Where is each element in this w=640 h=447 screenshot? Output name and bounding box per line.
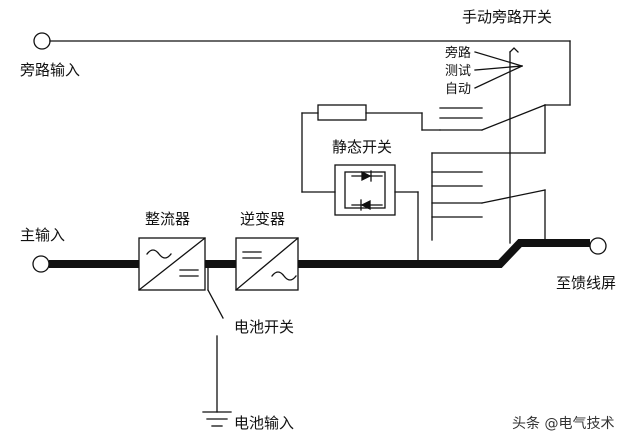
middle-blade — [481, 189, 546, 204]
inverter-diagonal — [235, 237, 299, 291]
main-bus-output — [298, 239, 590, 268]
manual-bypass-switch-label: 手动旁路开关 — [462, 8, 552, 26]
watermark: 头条 @电气技术 — [512, 415, 614, 432]
rectifier-diagonal — [138, 237, 206, 291]
main-input-label: 主输入 — [20, 226, 65, 244]
switch-blade-top — [481, 104, 546, 131]
rectifier-label: 整流器 — [145, 210, 190, 228]
switch-pos-bypass-label: 旁路 — [445, 45, 471, 61]
manual-switch-tip — [509, 47, 519, 53]
to-feeder-label: 至馈线屏 — [556, 274, 616, 292]
battery-switch-blade — [207, 289, 224, 319]
battery-input-label: 电池输入 — [234, 414, 294, 432]
static-switch-box — [334, 164, 396, 216]
thyristor-bottom — [351, 199, 383, 211]
switch-pos-test-label: 测试 — [445, 64, 471, 79]
inverter-label: 逆变器 — [240, 210, 285, 228]
feeder-terminal — [589, 237, 607, 255]
rectifier-ac-symbol — [146, 249, 172, 259]
static-switch-inner — [344, 171, 386, 209]
bypass-input-label: 旁路输入 — [20, 61, 80, 79]
inverter-ac-symbol — [271, 271, 297, 281]
switch-pos-auto-label: 自动 — [445, 82, 471, 97]
pointer-bypass — [474, 51, 523, 67]
pointer-auto — [474, 65, 523, 89]
main-input-terminal — [32, 255, 50, 273]
bypass-input-terminal — [33, 32, 51, 50]
battery-switch-label: 电池开关 — [234, 318, 294, 336]
fuse — [317, 104, 367, 121]
thyristor-top — [351, 170, 383, 182]
pointer-test — [474, 65, 523, 71]
static-switch-label: 静态开关 — [332, 138, 392, 156]
